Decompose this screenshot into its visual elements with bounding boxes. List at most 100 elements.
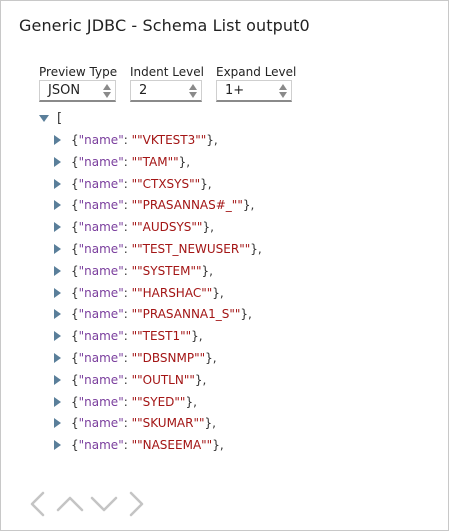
caret-right-icon[interactable] [54,374,61,385]
indent-level-label: Indent Level [130,65,204,79]
item-key: "name" [78,350,124,365]
item-value: ""OUTLN"" [131,372,195,387]
tree-item-text: {"name": ""VKTEST3""}, [71,133,218,147]
tree-items: {"name": ""VKTEST3""}, {"name": ""TAM""},… [37,129,417,456]
item-value: ""TAM"" [131,154,179,169]
tree-item-text: {"name": ""TAM""}, [71,154,191,169]
item-key: "name" [78,133,124,147]
caret-down-icon[interactable] [39,115,49,122]
spinner-arrows-icon[interactable] [103,84,112,98]
caret-right-icon[interactable] [54,265,61,276]
indent-level-select[interactable]: 2 [130,80,202,102]
tree-item-text: {"name": ""DBSNMP""}, [71,350,217,365]
item-value: ""SYED"" [131,394,186,409]
item-value: ""PRASANNA1_S"" [131,307,241,322]
tree-item-text: {"name": ""AUDSYS""}, [71,220,214,235]
caret-right-icon[interactable] [54,352,61,363]
caret-right-icon[interactable] [54,440,61,451]
caret-right-icon[interactable] [54,331,61,342]
caret-right-icon[interactable] [54,156,61,167]
tree-item-row[interactable]: {"name": ""PRASANNA1_S""}, [37,303,417,325]
chevron-up-icon[interactable] [55,490,85,518]
spinner-arrows-icon[interactable] [279,84,288,98]
item-value: ""PRASANNAS#_"" [131,198,243,213]
preview-type-control: Preview Type JSON [39,65,118,102]
caret-right-icon[interactable] [54,418,61,429]
chevron-down-icon[interactable] [89,490,119,518]
caret-right-icon[interactable] [54,200,61,211]
caret-right-icon[interactable] [54,396,61,407]
navigation-arrows [27,490,151,518]
tree-item-row[interactable]: {"name": ""SYED""}, [37,391,417,413]
preview-type-label: Preview Type [39,65,118,79]
tree-item-row[interactable]: {"name": ""AUDSYS""}, [37,216,417,238]
item-key: "name" [78,241,124,256]
tree-item-text: {"name": ""SKUMAR""}, [71,416,216,431]
item-value: ""NASEEMA"" [131,438,213,453]
tree-item-text: {"name": ""SYED""}, [71,394,197,409]
tree-item-text: {"name": ""PRASANNA1_S""}, [71,307,252,322]
caret-right-icon[interactable] [54,243,61,254]
tree-item-row[interactable]: {"name": ""DBSNMP""}, [37,347,417,369]
tree-item-text: {"name": ""SYSTEM""}, [71,263,213,278]
tree-item-row[interactable]: {"name": ""NASEEMA""}, [37,434,417,456]
spinner-arrows-icon[interactable] [189,84,198,98]
tree-item-text: {"name": ""TEST_NEWUSER""}, [71,241,262,256]
tree-overflow-fragment [37,459,177,463]
expand-level-select[interactable]: 1+ [216,80,292,102]
item-value: ""SKUMAR"" [131,416,205,431]
item-value: ""SYSTEM"" [131,263,202,278]
tree-item-text: {"name": ""CTXSYS""}, [71,176,212,191]
item-key: "name" [78,263,124,278]
tree-root-row[interactable]: [ [37,111,417,129]
item-value: ""DBSNMP"" [131,350,206,365]
tree-item-row[interactable]: {"name": ""HARSHAC""}, [37,282,417,304]
item-key: "name" [78,176,124,191]
item-key: "name" [78,154,124,169]
item-key: "name" [78,198,124,213]
root-bracket: [ [57,111,63,126]
tree-item-text: {"name": ""OUTLN""}, [71,372,207,387]
caret-right-icon[interactable] [54,178,61,189]
tree-item-text: {"name": ""TEST1""}, [71,329,203,344]
preview-type-select[interactable]: JSON [39,80,116,102]
tree-item-text: {"name": ""PRASANNAS#_""}, [71,198,255,213]
indent-level-value: 2 [139,83,148,98]
item-key: "name" [78,307,124,322]
preview-type-value: JSON [48,83,81,98]
tree-item-row[interactable]: {"name": ""TAM""}, [37,151,417,173]
tree-item-text: {"name": ""NASEEMA""}, [71,438,224,453]
caret-right-icon[interactable] [54,135,61,145]
item-value: ""HARSHAC"" [131,285,213,300]
window-title: Generic JDBC - Schema List output0 [19,16,310,35]
expand-level-control: Expand Level 1+ [216,65,297,102]
item-key: "name" [78,329,124,344]
item-key: "name" [78,416,124,431]
expand-level-value: 1+ [225,83,245,98]
caret-right-icon[interactable] [54,287,61,298]
json-tree: [ {"name": ""VKTEST3""}, {"name": ""TAM""… [37,111,417,463]
tree-item-text: {"name": ""HARSHAC""}, [71,285,224,300]
tree-item-row[interactable]: {"name": ""PRASANNAS#_""}, [37,194,417,216]
item-key: "name" [78,394,124,409]
expand-level-label: Expand Level [216,65,297,79]
tree-item-row[interactable]: {"name": ""VKTEST3""}, [37,129,417,151]
tree-item-row[interactable]: {"name": ""SYSTEM""}, [37,260,417,282]
item-value: ""TEST_NEWUSER"" [131,241,251,256]
tree-item-row[interactable]: {"name": ""CTXSYS""}, [37,173,417,195]
tree-item-row[interactable]: {"name": ""SKUMAR""}, [37,412,417,434]
caret-right-icon[interactable] [54,309,61,320]
item-value: ""CTXSYS"" [131,176,201,191]
item-value: ""VKTEST3"" [131,133,207,147]
tree-item-row[interactable]: {"name": ""TEST_NEWUSER""}, [37,238,417,260]
tree-item-row[interactable]: {"name": ""OUTLN""}, [37,369,417,391]
chevron-left-icon[interactable] [27,490,47,518]
item-key: "name" [78,438,124,453]
item-key: "name" [78,285,124,300]
tree-item-row[interactable]: {"name": ""TEST1""}, [37,325,417,347]
item-key: "name" [78,372,124,387]
caret-right-icon[interactable] [54,222,61,233]
item-key: "name" [78,220,124,235]
chevron-right-icon[interactable] [127,490,147,518]
